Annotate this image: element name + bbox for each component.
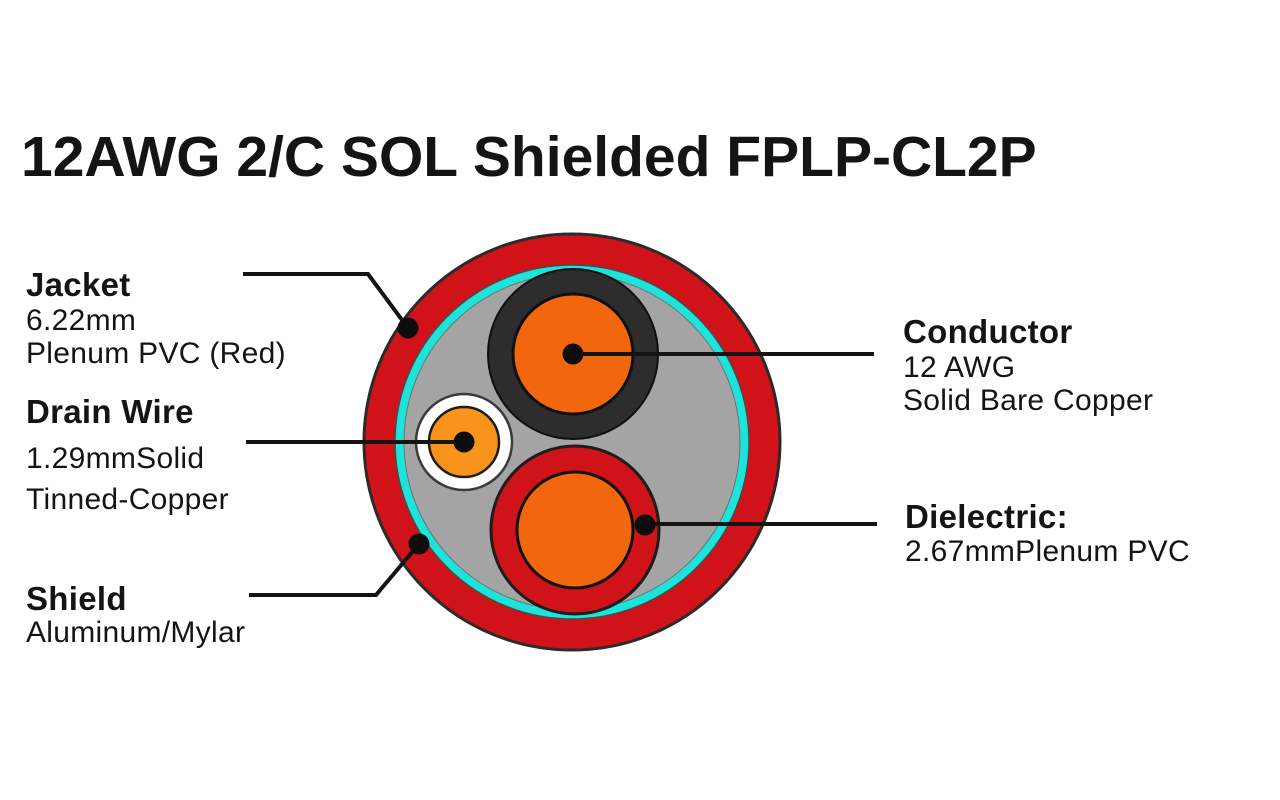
- conductor-leader-dot: [562, 343, 584, 365]
- shield-material-text: Aluminum/Mylar: [26, 616, 246, 649]
- conductor-size-text: 12 AWG: [903, 351, 1016, 384]
- dielectric-size-text: 2.67mmPlenum PVC: [905, 535, 1190, 568]
- page-title: 12AWG 2/C SOL Shielded FPLP-CL2P: [21, 125, 1037, 189]
- shield-leader-line: [249, 542, 421, 597]
- jacket-size-text: 6.22mm: [26, 304, 137, 337]
- shield-label: Shield: [26, 580, 127, 617]
- drain-wire-label: Drain Wire: [26, 393, 194, 430]
- jacket-label: Jacket: [26, 266, 131, 303]
- dielectric-leader-dot: [634, 514, 656, 536]
- shield-leader-dot: [408, 533, 430, 555]
- jacket-material-text: Plenum PVC (Red): [26, 337, 286, 370]
- conductor-material-text: Solid Bare Copper: [903, 384, 1154, 417]
- drain-wire-material-text: Tinned-Copper: [26, 483, 229, 516]
- jacket-leader-dot: [397, 317, 419, 339]
- bottom-conductor-core: [515, 470, 635, 590]
- dielectric-label: Dielectric:: [905, 498, 1068, 535]
- drain-wire-leader-dot: [453, 431, 475, 453]
- drain-wire-size-text: 1.29mmSolid: [26, 442, 205, 475]
- conductor-label: Conductor: [903, 313, 1073, 350]
- jacket-leader-line: [243, 272, 410, 330]
